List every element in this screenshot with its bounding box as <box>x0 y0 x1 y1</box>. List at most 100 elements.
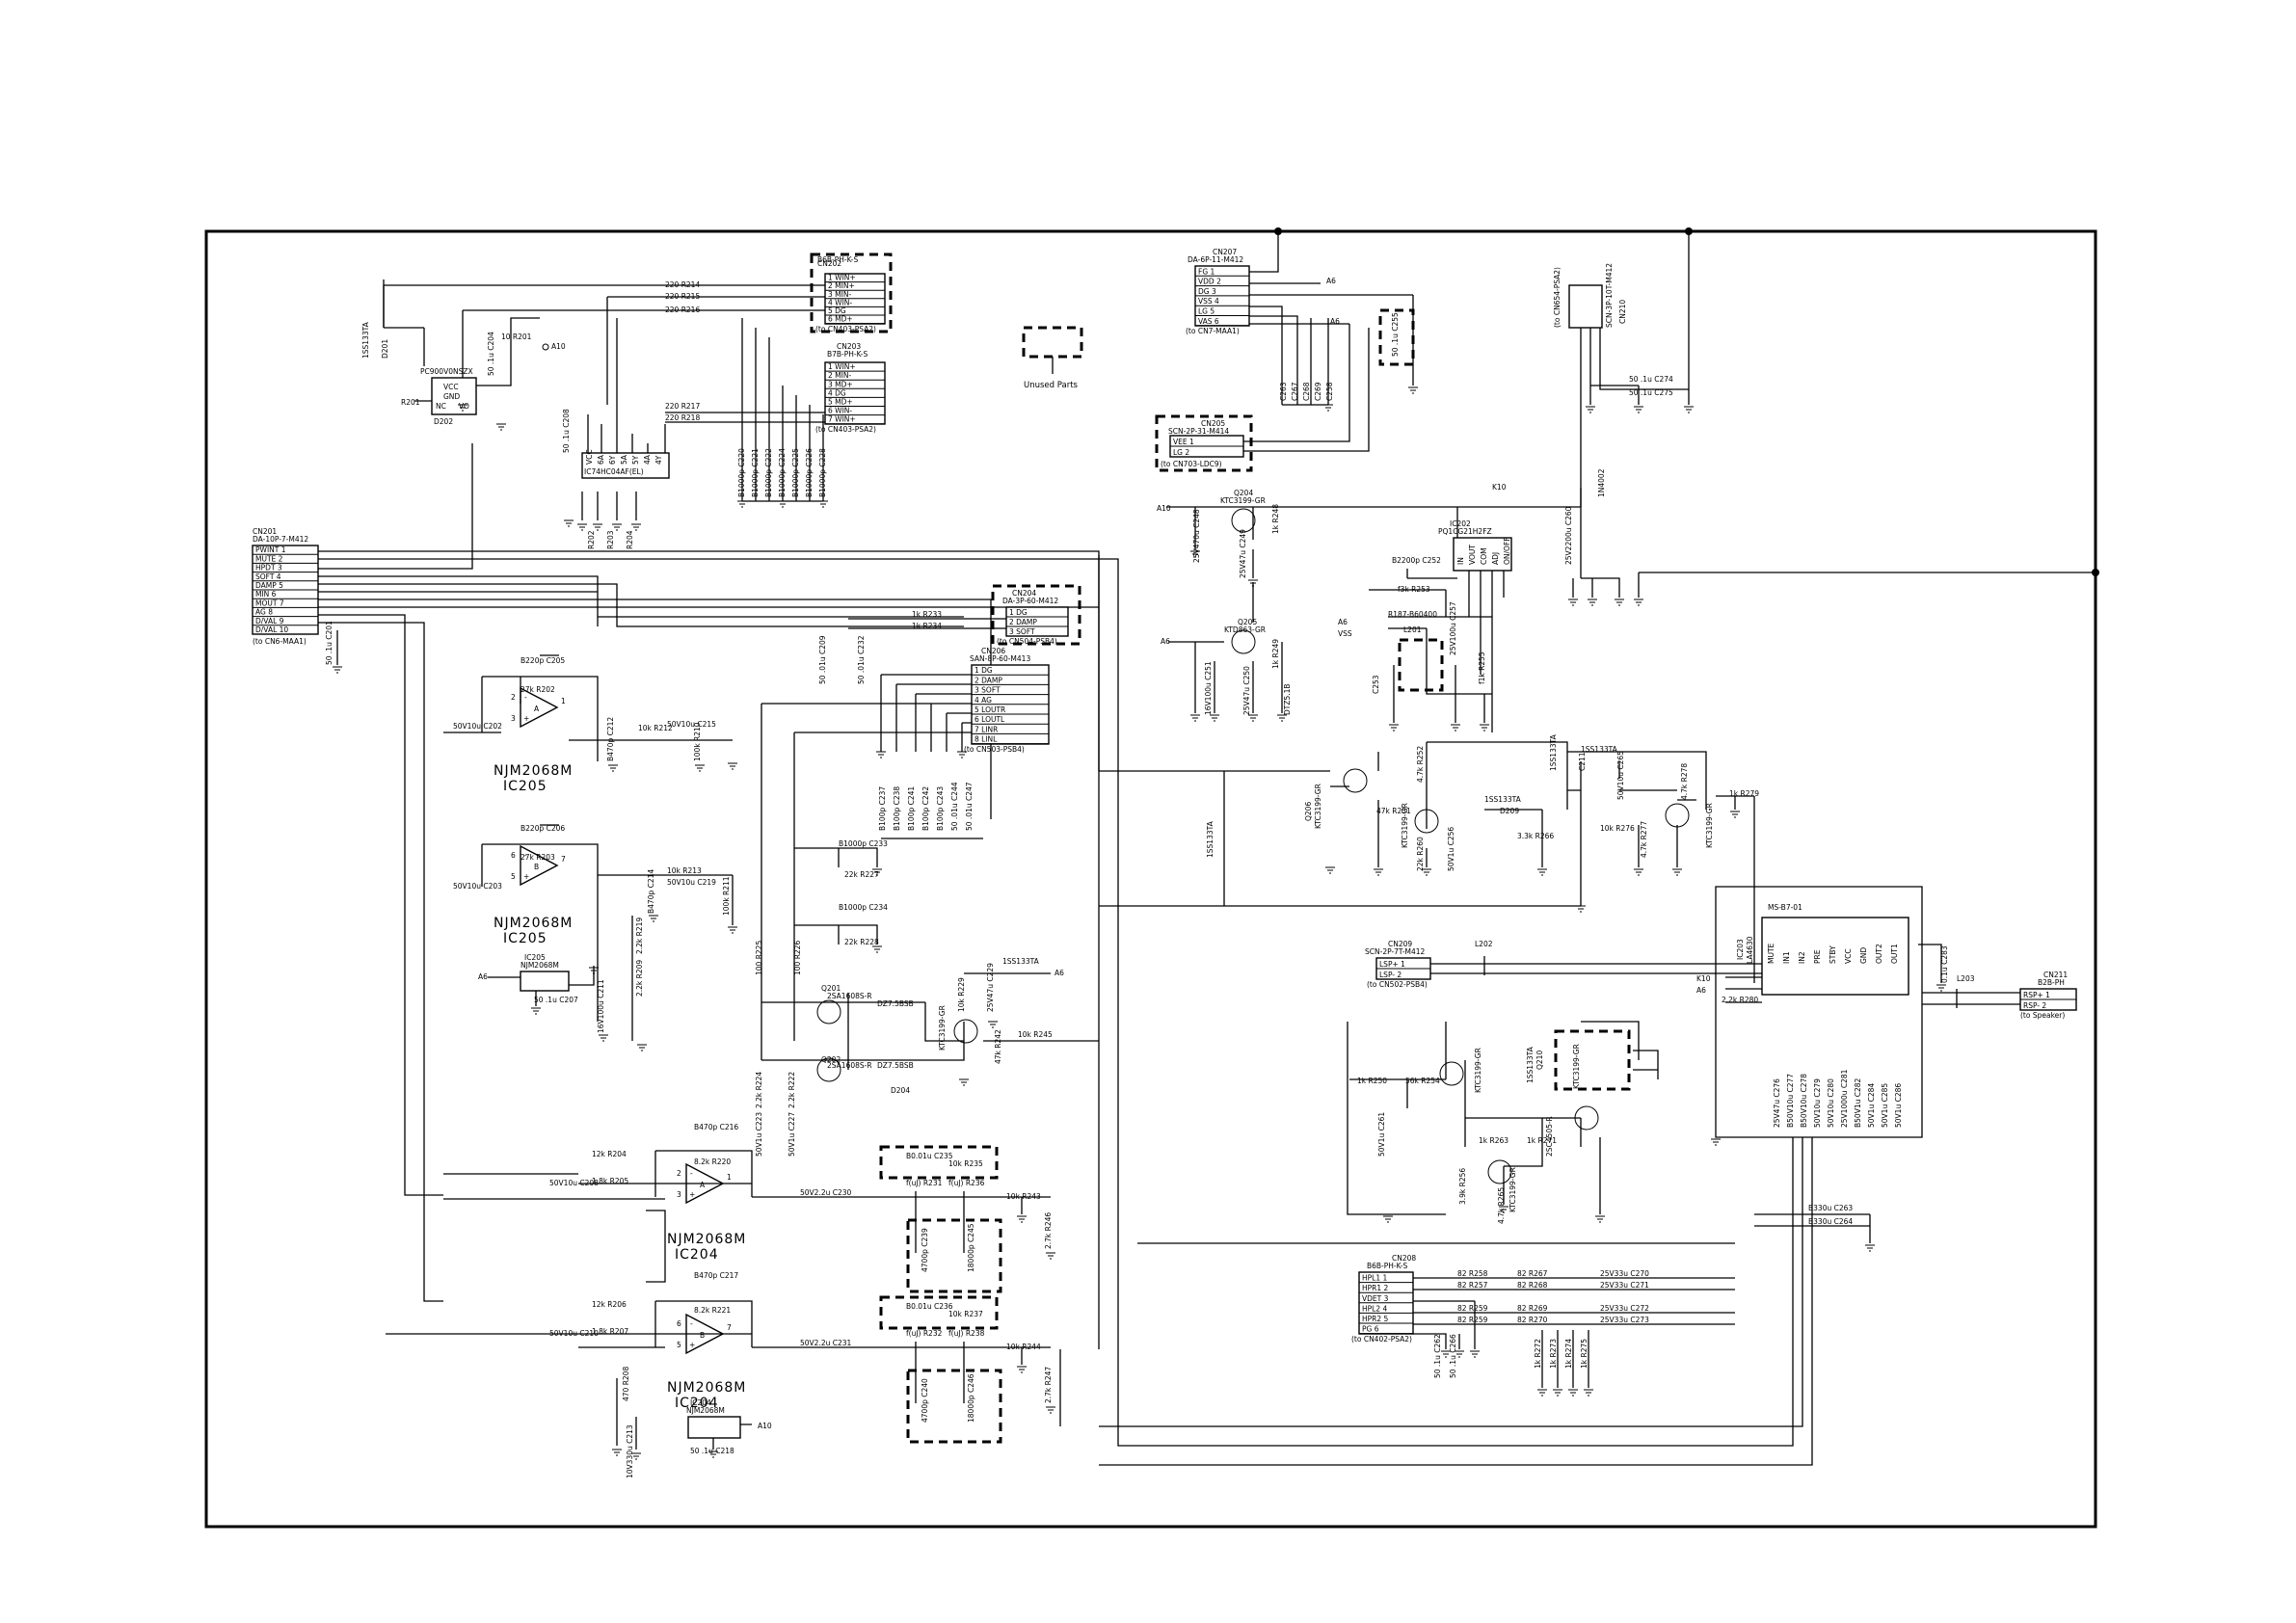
c283-label: 0.1u C283 <box>1940 945 1949 983</box>
c232-label: 50 .01u C232 <box>857 635 866 684</box>
opamp-pin-inv: 2 <box>511 693 516 702</box>
c246-label: 18000p C246 <box>967 1373 975 1423</box>
cn207-part: DA-6P-11-M412 <box>1188 255 1243 264</box>
opamp-plus: + <box>689 1341 695 1349</box>
ground-symbol <box>589 967 599 974</box>
connector-pin-cn202: 3 MIN- <box>828 290 851 299</box>
d207-label: 1SS133TA <box>1526 1046 1535 1083</box>
wire <box>1243 324 1370 452</box>
c202-label: 50V10u C202 <box>453 722 502 731</box>
r229-label: 10k R229 <box>957 977 966 1012</box>
q205: Q205 KTD863-GR <box>1224 618 1266 654</box>
cn201-ref: CN201 <box>253 527 277 536</box>
wire <box>1541 1330 1589 1388</box>
cn204-ref: CN204 <box>1012 589 1036 598</box>
ms-label: MS-B7-01 <box>1768 903 1802 912</box>
capacitor-label: B1000p C220 <box>737 448 746 497</box>
connector-pin-cn208: HPR1 2 <box>1362 1284 1389 1292</box>
ic-pin-ic201: VCC <box>585 449 594 465</box>
wire <box>761 674 983 1060</box>
d208-label: 1SS133TA <box>1206 820 1215 858</box>
r226-label: 100 R226 <box>793 941 802 975</box>
ground-symbol <box>1499 1206 1508 1213</box>
cn209-part: SCN-2P-7T-M412 <box>1365 947 1426 956</box>
ground-symbol <box>1408 386 1418 394</box>
c210-label: 50V10u C210 <box>549 1329 599 1338</box>
r205-label: 1.8k R205 <box>592 1177 628 1185</box>
r252-label: 4.7k R252 <box>1416 746 1425 783</box>
q204-ref: Q204 <box>1234 489 1253 497</box>
net-k10-1: K10 <box>1492 483 1507 492</box>
r222-label: 2.2k R222 <box>788 1072 796 1108</box>
net-a6-5: A6 <box>1338 618 1348 626</box>
q211: KTC3199-GR <box>1665 803 1714 848</box>
unused-legend-box <box>1022 326 1083 359</box>
r210-label: 100k R210 <box>693 722 702 761</box>
r272-label: 1k R272 <box>1534 1339 1542 1369</box>
ground-symbol <box>1634 868 1643 876</box>
connector-pin-cn204: 2 DAMP <box>1009 618 1037 626</box>
r248-label: 1k R248 <box>1271 504 1280 534</box>
cn202-part: B6B-PH-K-S <box>817 255 858 264</box>
c248-label: 25V470u C248 <box>1192 509 1201 563</box>
ground-symbol <box>564 519 574 527</box>
ic-pin-ic202: COM <box>1480 547 1488 565</box>
capacitor-label: 50V10u C280 <box>1827 1078 1835 1128</box>
wire <box>1249 231 1349 406</box>
ground-symbol <box>872 868 882 876</box>
ground-symbol <box>1374 868 1383 876</box>
ic-pin-ic203: VCC <box>1844 948 1853 964</box>
ground-symbol <box>728 762 737 770</box>
capacitor-label: 25V1000u C281 <box>1840 1069 1849 1128</box>
ground-symbol <box>531 1007 541 1015</box>
cn208-part: B6B-PH-K-S <box>1367 1262 1407 1270</box>
c236-label: B0.01u C236 <box>906 1302 953 1311</box>
cn203-ref: CN203 <box>837 342 861 351</box>
connector-pin-cn206: 1 DG <box>974 666 993 675</box>
ground-symbol <box>1480 724 1489 732</box>
ic-pin-ic203: STBY <box>1829 945 1837 964</box>
wire <box>1638 572 2096 598</box>
wire <box>1572 231 1690 598</box>
r253-label: f3k R253 <box>1398 585 1430 594</box>
ic205a-ref: IC205 <box>503 779 547 794</box>
relay-unused-box <box>1554 1029 1631 1091</box>
ic205b-part: NJM2068M <box>494 916 573 931</box>
connector-pin-cn202: 4 WIN- <box>828 298 852 306</box>
connector-pin-cn206: 4 AG <box>974 696 992 705</box>
connector-pin-cn209: LSP- 2 <box>1379 971 1402 979</box>
c204-label: 50 .1u C204 <box>487 332 495 376</box>
c265-label: 50V10u C265 <box>1616 751 1625 800</box>
r254-label: 56k R254 <box>1405 1077 1440 1085</box>
r228-label: 22k R228 <box>844 938 879 946</box>
connector-pin-cn208: PG 6 <box>1362 1325 1379 1334</box>
opamp-mark: A <box>700 1181 706 1189</box>
d202-ref: D202 <box>434 417 453 426</box>
ground-symbol <box>1595 1215 1605 1223</box>
ground-symbol <box>608 764 618 772</box>
ic-pin-ic203: PRE <box>1813 949 1822 964</box>
c251-label: 16V100u C251 <box>1204 661 1213 715</box>
capacitor-label: 50 .01u C244 <box>950 782 959 831</box>
cn204-dest: (to CN504-PSB4) <box>997 637 1057 646</box>
ground-symbol <box>649 915 658 922</box>
net-a6-3: A6 <box>1326 277 1336 285</box>
ground-symbol <box>1383 1215 1393 1223</box>
c214-label: B470p C214 <box>647 869 655 914</box>
c209-label: 50 .01u C209 <box>818 635 827 684</box>
d202-pin-gnd: GND <box>443 392 460 401</box>
ground-symbol <box>818 500 828 508</box>
r246-label: 2.7k R246 <box>1044 1212 1053 1249</box>
r277-label: 4.7k R277 <box>1640 821 1648 858</box>
r256-label: 3.9k R256 <box>1458 1168 1467 1205</box>
r247-label: 2.7k R247 <box>1044 1367 1053 1403</box>
ic202-ref: IC202 <box>1450 519 1471 528</box>
c263-label: B330u C263 <box>1808 1204 1853 1212</box>
capacitor-label: C263 <box>1279 382 1288 401</box>
filter-b-caps-unused-box <box>906 1369 1002 1444</box>
opamp-pin-inv: 6 <box>677 1319 681 1328</box>
c213-label: 10V330u C213 <box>626 1424 634 1478</box>
cn206-part: SAN-8P-60-M413 <box>970 654 1030 663</box>
